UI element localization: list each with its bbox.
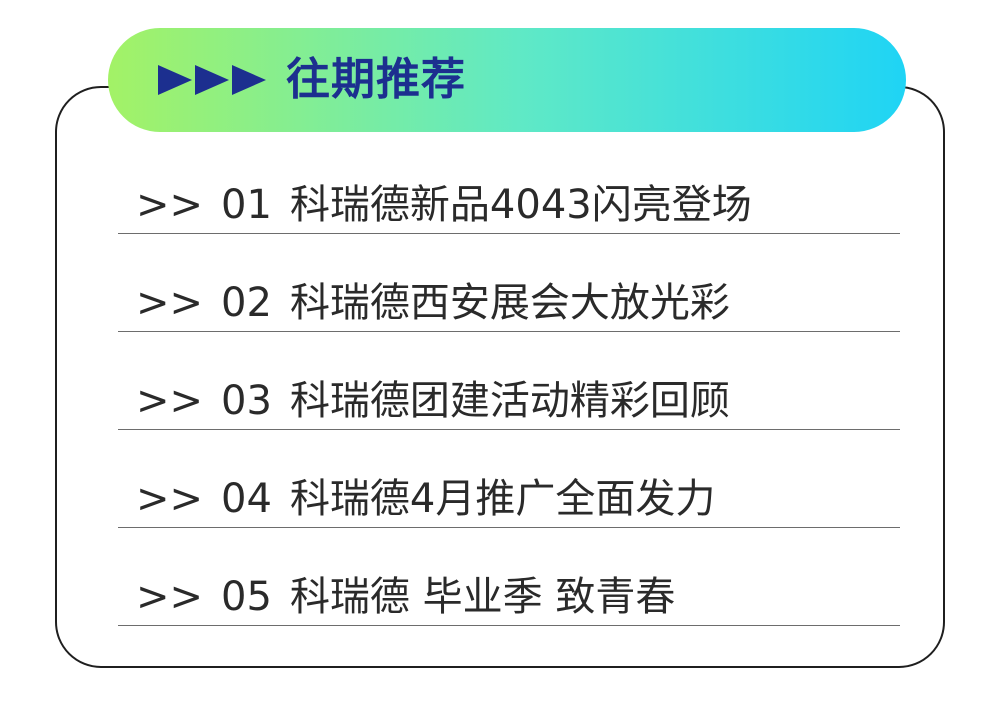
section-title: 往期推荐	[286, 54, 466, 105]
article-text: >> 05 科瑞德 毕业季 致青春	[136, 575, 675, 619]
article-title: 科瑞德新品4043闪亮登场	[289, 182, 752, 228]
double-chevron-right-icon: >>	[136, 476, 204, 522]
article-link-04[interactable]: >> 04 科瑞德4月推广全面发力	[118, 430, 900, 528]
article-title: 科瑞德4月推广全面发力	[289, 476, 716, 522]
article-title: 科瑞德团建活动精彩回顾	[289, 378, 730, 424]
section-header: 往期推荐	[108, 28, 906, 132]
article-text: >> 03 科瑞德团建活动精彩回顾	[136, 379, 730, 423]
article-link-01[interactable]: >> 01 科瑞德新品4043闪亮登场	[118, 136, 900, 234]
article-title: 科瑞德西安展会大放光彩	[289, 280, 730, 326]
article-number: 02	[221, 280, 272, 326]
double-chevron-right-icon: >>	[136, 182, 204, 228]
triangle-right-icon	[232, 65, 266, 95]
triangle-right-icon	[158, 65, 192, 95]
double-chevron-right-icon: >>	[136, 280, 204, 326]
article-text: >> 02 科瑞德西安展会大放光彩	[136, 281, 730, 325]
header-arrows	[158, 65, 266, 95]
recommendation-card	[55, 86, 945, 668]
article-text: >> 01 科瑞德新品4043闪亮登场	[136, 183, 752, 227]
triangle-right-icon	[195, 65, 229, 95]
article-number: 04	[221, 476, 272, 522]
double-chevron-right-icon: >>	[136, 574, 204, 620]
double-chevron-right-icon: >>	[136, 378, 204, 424]
article-number: 03	[221, 378, 272, 424]
article-number: 05	[221, 574, 272, 620]
article-link-05[interactable]: >> 05 科瑞德 毕业季 致青春	[118, 528, 900, 626]
article-number: 01	[221, 182, 272, 228]
article-link-03[interactable]: >> 03 科瑞德团建活动精彩回顾	[118, 332, 900, 430]
article-link-02[interactable]: >> 02 科瑞德西安展会大放光彩	[118, 234, 900, 332]
past-articles-list: >> 01 科瑞德新品4043闪亮登场 >> 02 科瑞德西安展会大放光彩 >> 03 科瑞…	[118, 136, 900, 626]
article-text: >> 04 科瑞德4月推广全面发力	[136, 477, 715, 521]
article-title: 科瑞德 毕业季 致青春	[289, 574, 676, 620]
